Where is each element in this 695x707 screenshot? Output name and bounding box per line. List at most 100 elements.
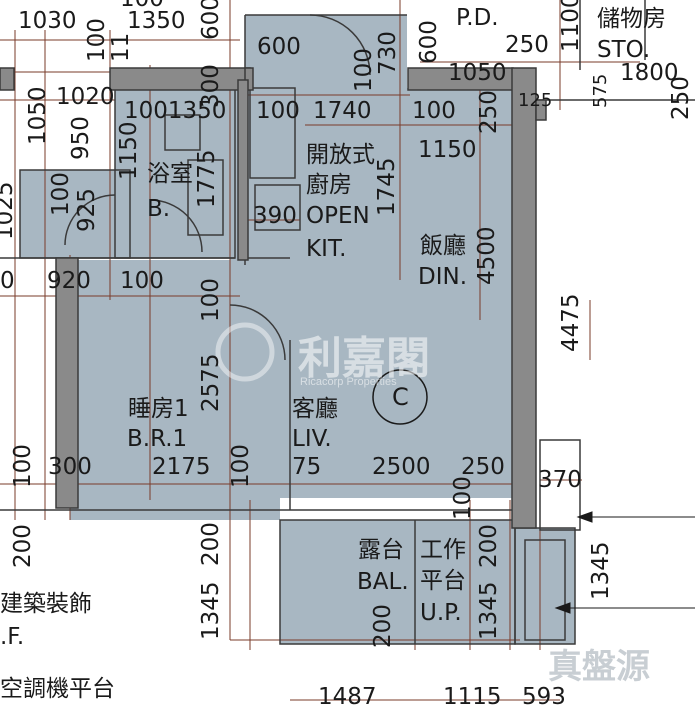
unit-marker-circle xyxy=(372,369,428,425)
bathroom-label-zh: 浴室 xyxy=(147,161,193,187)
dim-1745: 1745 xyxy=(374,157,400,216)
dim-top-100v: 100 xyxy=(84,18,110,62)
dim-bottom-250: 250 xyxy=(461,454,505,480)
dim-top-1030: 1030 xyxy=(18,8,77,34)
living-label-zh: 客廳 xyxy=(292,396,338,422)
dim-bottom-200a: 200 xyxy=(10,524,36,568)
dim-bottom-200b: 200 xyxy=(198,522,224,566)
balcony-label-zh: 露台 xyxy=(358,537,404,563)
structural-walls xyxy=(0,67,547,529)
dim-top-100: 100 xyxy=(120,0,164,11)
source-watermark: 真盤源 xyxy=(548,647,650,687)
dim-bottom-2175: 2175 xyxy=(152,454,211,480)
utility-label-zh-1: 工作 xyxy=(420,537,466,563)
dim-1345-right: 1345 xyxy=(588,541,614,600)
dim-bottom-300: 300 xyxy=(48,454,92,480)
utility-label-zh-2: 平台 xyxy=(420,568,466,594)
dim-left-1150: 1150 xyxy=(116,121,142,180)
storage-label-en: STO. xyxy=(597,37,651,63)
dining-label-zh: 飯廳 xyxy=(420,233,466,259)
dim-1740: 1740 xyxy=(313,98,372,124)
ricacorp-logo xyxy=(215,322,275,382)
dim-1345-left: 1345 xyxy=(198,581,224,640)
dim-pd-1050: 1050 xyxy=(448,60,507,86)
wall-right-ext xyxy=(535,99,547,121)
wall-top-kitchen xyxy=(244,67,254,91)
utility-label-en: U.P. xyxy=(420,600,462,626)
dim-1150: 1150 xyxy=(418,137,477,163)
dim-920: 920 xyxy=(47,268,91,294)
wall-bedroom-left xyxy=(55,257,79,509)
dim-bottom-593: 593 xyxy=(522,684,566,707)
dim-1775: 1775 xyxy=(194,149,220,208)
dim-bottom-100b: 100 xyxy=(228,444,254,488)
dim-sto-125: 125 xyxy=(518,90,553,111)
floor-areas xyxy=(20,15,575,644)
dim-left-1020: 1020 xyxy=(56,84,115,110)
section-arrows xyxy=(554,511,695,614)
dim-top-1350: 1350 xyxy=(127,8,186,34)
dim-bottom-1487: 1487 xyxy=(318,684,377,707)
dim-4500: 4500 xyxy=(474,226,500,285)
dim-1025: 1025 xyxy=(0,181,18,240)
balcony-label-en: BAL. xyxy=(357,569,409,595)
dim-kitchen-100v: 100 xyxy=(351,48,377,92)
kitchen-label-en-1: OPEN xyxy=(306,203,370,229)
dim-100a: 100 xyxy=(256,98,300,124)
kitchen-label-zh-2: 廚房 xyxy=(306,172,352,198)
dim-1345-balcony: 1345 xyxy=(476,581,502,640)
dim-370: 370 xyxy=(538,467,582,493)
interior-walls xyxy=(0,0,695,645)
dim-top-600: 600 xyxy=(198,0,224,40)
dim-bottom-100a: 100 xyxy=(10,444,36,488)
dining-label-en: DIN. xyxy=(418,264,468,290)
wall-left-stub xyxy=(0,67,15,91)
arch-feature-label-en: .F. xyxy=(0,624,25,650)
dim-sto-575: 575 xyxy=(590,73,611,108)
dim-100e: 100 xyxy=(198,278,224,322)
dim-sto-1800: 1800 xyxy=(620,60,679,86)
utility-floor xyxy=(515,528,575,644)
dim-4475: 4475 xyxy=(558,293,584,352)
dim-2575: 2575 xyxy=(198,353,224,412)
bathroom-floor xyxy=(115,88,235,258)
dim-left-1050: 1050 xyxy=(25,86,51,145)
dimension-lines xyxy=(0,0,640,701)
dim-100d: 100 xyxy=(120,268,164,294)
ricacorp-watermark-en: Ricacorp Properties xyxy=(300,376,397,388)
bedroom-label-en: B.R.1 xyxy=(127,426,188,452)
living-label-en: LIV. xyxy=(292,426,332,452)
storage-label-zh: 儲物房 xyxy=(597,6,666,32)
dim-pd-600: 600 xyxy=(416,20,442,64)
dim-100c: 100 xyxy=(48,172,74,216)
dim-bottom-200c: 200 xyxy=(476,524,502,568)
dim-kitchen-730: 730 xyxy=(375,31,401,75)
dim-left-950: 950 xyxy=(68,116,94,160)
dim-kitchen-600: 600 xyxy=(257,34,301,60)
dim-sto-1100: 1100 xyxy=(558,0,584,52)
dim-left-1001350: 1001350 xyxy=(124,98,227,124)
lower-strip-floor xyxy=(70,496,280,520)
bedroom-label-zh: 睡房1 xyxy=(128,396,189,422)
dim-390: 390 xyxy=(253,203,297,229)
dim-925: 925 xyxy=(74,188,100,232)
arch-feature-label-zh: 建築裝飾 xyxy=(0,591,92,617)
kitchen-floor xyxy=(245,15,407,265)
wall-right xyxy=(511,67,537,529)
ricacorp-watermark-zh: 利嘉閣 xyxy=(298,334,430,383)
dim-bottom-75: 75 xyxy=(292,454,322,480)
dim-bottom-100c: 100 xyxy=(450,476,476,520)
dim-bottom-1115: 1115 xyxy=(443,684,502,707)
dim-0: 0 xyxy=(0,268,15,294)
bathroom-label-en: B. xyxy=(147,196,171,222)
dim-250-vert: 250 xyxy=(476,90,502,134)
bedroom-floor xyxy=(78,260,238,498)
dim-kitchen-300: 300 xyxy=(198,64,224,108)
wall-top-left xyxy=(109,67,251,91)
dim-pd-250: 250 xyxy=(505,32,549,58)
pd-label: P.D. xyxy=(456,5,499,31)
wall-mid-column xyxy=(237,79,249,261)
dim-top-11: 11 xyxy=(108,32,134,62)
kitchen-label-en-2: KIT. xyxy=(306,236,347,262)
